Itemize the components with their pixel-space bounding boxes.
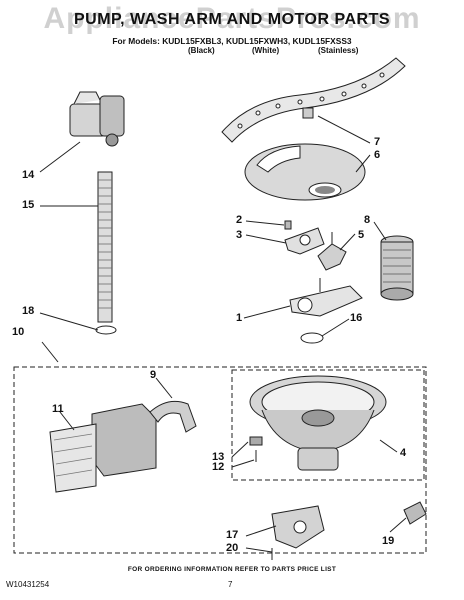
page-title: PUMP, WASH ARM AND MOTOR PARTS — [73, 11, 391, 28]
callout-9: 9 — [150, 369, 157, 381]
callout-7: 7 — [374, 136, 381, 148]
callout-11: 11 — [52, 403, 64, 415]
callout-8: 8 — [364, 214, 371, 226]
drain-pump-motor — [69, 91, 125, 147]
ordering-note: FOR ORDERING INFORMATION REFER TO PARTS … — [127, 566, 337, 573]
callout-10: 10 — [12, 326, 25, 338]
thermostat-connector — [403, 501, 427, 525]
diverter-valve — [317, 232, 347, 271]
seal-ring — [300, 332, 324, 344]
callout-13: 13 — [212, 451, 225, 463]
callout-19: 19 — [382, 535, 395, 547]
callout-6: 6 — [374, 149, 381, 161]
callout-18: 18 — [22, 305, 35, 317]
variant-black: (Black) — [188, 46, 215, 55]
lower-wash-arm-hub — [289, 278, 363, 317]
callout-2: 2 — [236, 214, 243, 226]
mounting-screw — [284, 220, 292, 230]
callout-4: 4 — [400, 447, 407, 459]
callout-16: 16 — [350, 312, 363, 324]
callout-20: 20 — [226, 542, 239, 554]
sump-bowl — [249, 375, 387, 471]
drain-hose — [97, 171, 113, 323]
callout-5: 5 — [358, 229, 365, 241]
callout-12: 12 — [212, 461, 225, 473]
sump-group-box — [231, 369, 425, 481]
filter-cover — [244, 143, 366, 201]
callout-1: 1 — [236, 312, 243, 324]
wash-motor — [49, 403, 157, 493]
variant-white: (White) — [252, 46, 280, 55]
upper-spray-arm — [221, 57, 406, 143]
leader-lines — [39, 115, 407, 553]
callout-15: 15 — [22, 199, 35, 211]
sump-clip — [249, 436, 263, 462]
filter-assembly — [380, 235, 414, 301]
pump-elbow-hose — [149, 400, 197, 433]
callout-14: 14 — [22, 169, 35, 181]
pump-housing — [271, 505, 325, 560]
callout-17: 17 — [226, 529, 239, 541]
assembly-group-box — [13, 366, 427, 554]
callout-3: 3 — [236, 229, 243, 241]
document-number: W10431254 — [6, 580, 50, 589]
diverter-housing — [284, 227, 325, 255]
watermark: AppliancePartsPros.com — [43, 2, 421, 35]
page-number: 7 — [228, 580, 233, 589]
variant-stainless: (Stainless) — [318, 46, 359, 55]
model-list: For Models: KUDL15FXBL3, KUDL15FXWH3, KU… — [112, 36, 352, 46]
hose-clamp — [95, 325, 117, 335]
